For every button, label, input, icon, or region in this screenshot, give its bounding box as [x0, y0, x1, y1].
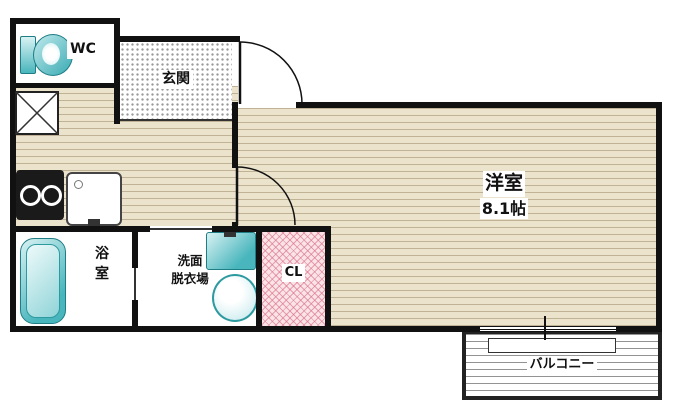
balcony-step	[488, 338, 616, 353]
wall-wash-closet	[256, 226, 262, 326]
window-symbol	[480, 326, 616, 332]
wall-mid-horizontal-right	[212, 226, 331, 232]
toilet-icon	[20, 32, 74, 76]
balcony-label-box: バルコニー	[466, 356, 658, 374]
washbasin-faucet-icon	[224, 231, 236, 237]
toilet-bowl	[33, 34, 73, 76]
wall-bottom-left	[10, 326, 480, 332]
bathroom-label-line1: 浴	[93, 245, 111, 264]
western-room-label-box: 洋室 8.1帖	[296, 170, 700, 220]
wall-wc-genkan	[114, 18, 120, 124]
wall-bath-wash-upper	[132, 232, 138, 268]
wall-right	[656, 102, 662, 332]
wall-closet-main	[325, 226, 331, 326]
genkan-step-line	[120, 119, 232, 121]
bathroom-label-box: 浴 室	[88, 244, 116, 285]
wall-wc-bottom	[10, 83, 120, 88]
wall-top-left	[10, 18, 120, 24]
stove-burner-left	[20, 185, 41, 206]
wall-bath-wash-lower	[132, 300, 138, 326]
genkan-label: 玄関	[159, 70, 193, 89]
toilet-bowl-inner	[42, 43, 60, 65]
washroom-label-box: 洗面 脱衣場	[140, 252, 240, 289]
wall-kitchen-main-upper	[232, 102, 238, 168]
bathroom-door-line	[134, 268, 136, 300]
closet-label: CL	[281, 264, 306, 282]
bathroom-label-line2: 室	[93, 264, 111, 284]
washroom-label-line2: 脱衣場	[169, 270, 211, 288]
washroom-door-line	[150, 228, 212, 230]
wc-label-box: WC	[66, 40, 100, 59]
washbasin-icon	[206, 231, 256, 270]
wall-top-main	[296, 102, 656, 108]
wall-left	[10, 18, 16, 332]
bathtub-icon	[20, 238, 66, 324]
entrance-door-arc	[239, 41, 303, 105]
stove-burner-right	[41, 185, 62, 206]
sink-drain-icon	[74, 180, 83, 189]
bathtub-inner	[26, 244, 60, 318]
kitchen-sink-icon	[66, 172, 122, 226]
sink-faucet-icon	[88, 219, 100, 226]
wall-bottom-right	[616, 326, 662, 332]
closet-label-box: CL	[262, 264, 325, 282]
window-center-tick	[544, 316, 546, 340]
wall-mid-horizontal-left	[10, 226, 150, 232]
wall-genkan-top	[114, 36, 240, 42]
window-mid-line	[480, 329, 616, 330]
washroom-label-line1: 洗面	[175, 253, 205, 270]
wc-label: WC	[67, 40, 99, 59]
western-room-label: 洋室	[482, 171, 525, 197]
balcony-label: バルコニー	[526, 356, 598, 374]
stove-icon	[16, 170, 64, 220]
western-room-size: 8.1帖	[479, 197, 529, 220]
genkan-label-box: 玄関	[120, 70, 232, 89]
